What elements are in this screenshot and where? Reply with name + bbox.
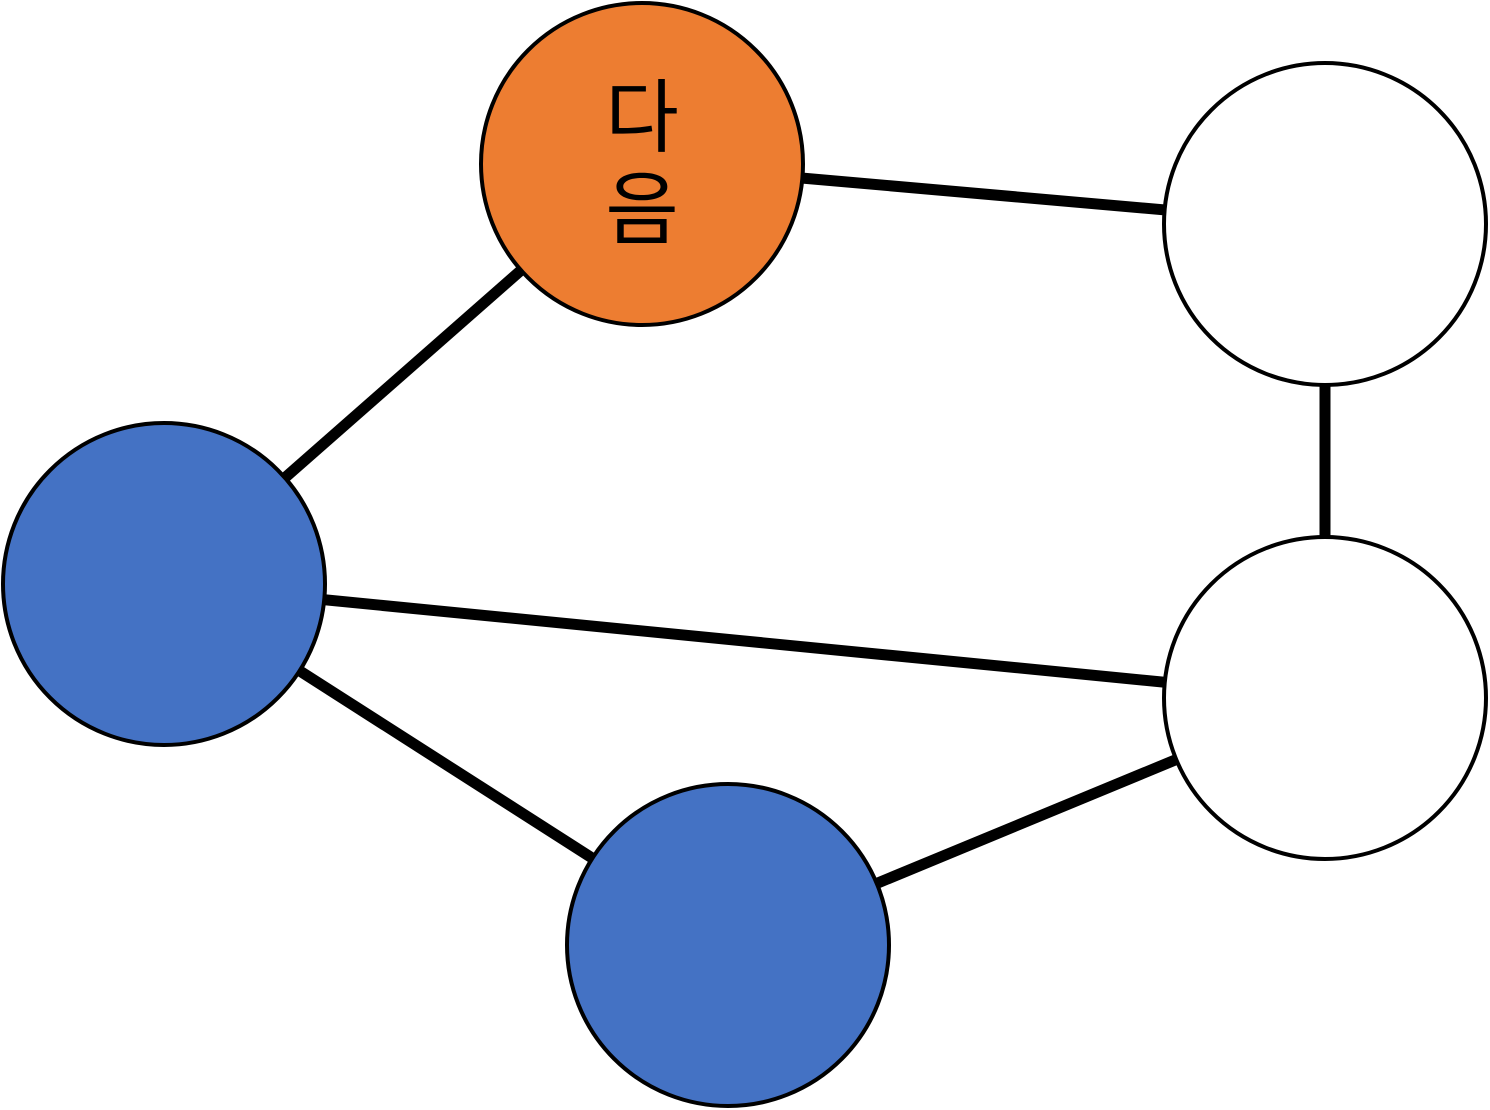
node-label-top-line-0: 다: [605, 72, 679, 165]
node-circle-top: [479, 1, 805, 327]
node-left: [1, 421, 327, 747]
node-circle-bottom: [565, 782, 891, 1108]
node-upper-right: [1162, 61, 1488, 387]
node-top: 다음: [479, 1, 805, 327]
node-circle-left: [1, 421, 327, 747]
node-circle-lower-right: [1162, 535, 1488, 861]
node-circle-upper-right: [1162, 61, 1488, 387]
node-bottom: [565, 782, 891, 1108]
node-label-top-line-1: 음: [605, 164, 679, 257]
edge-left-lower-right: [163, 578, 1326, 704]
node-lower-right: [1162, 535, 1488, 861]
